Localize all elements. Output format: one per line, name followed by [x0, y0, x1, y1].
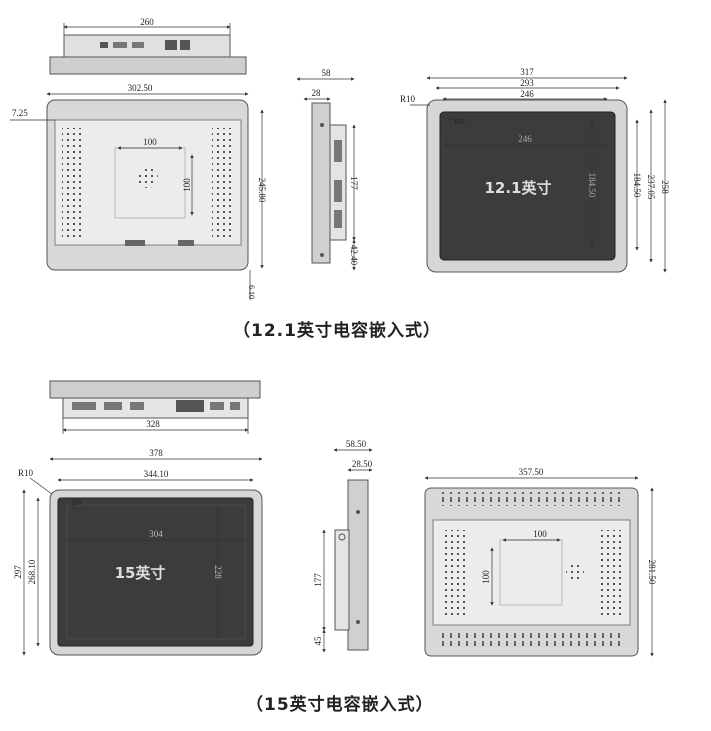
dim-vesa-h-121: 100: [143, 137, 157, 147]
radius-outer-15: R10: [18, 468, 34, 478]
dim-vesa-v-15: 100: [481, 570, 491, 584]
dim-back-height-15: 281.50: [647, 560, 657, 585]
dim-front-active-h-121: 184.50: [632, 173, 642, 198]
dim-side-bottom-121: 42.40: [349, 245, 359, 266]
dim-side-bottom-15: 45: [313, 636, 323, 646]
back-view-15: 357.50 281.50 100 100: [424, 467, 657, 657]
dim-back-height-121: 245.80: [257, 178, 267, 203]
screen-label-121: 12.1英寸: [484, 179, 551, 197]
dim-top-width-121: 260: [140, 17, 154, 27]
dim-side-inner-15: 28.50: [352, 459, 373, 469]
back-view-121: 302.50 7.25 100 100 245.80 6.10: [10, 83, 267, 300]
dim-front-inner-h-15: 268.10: [27, 559, 37, 584]
front-view-121: 12.1英寸 317 293 246 246 184.50 184.50 237…: [400, 67, 670, 273]
dim-side-inner-121: 28: [312, 88, 322, 98]
dim-front-active-15: 304: [149, 529, 163, 539]
dim-front-active-121: 246: [520, 89, 534, 99]
dim-front-height-121: 258: [660, 180, 670, 194]
top-view-15: 328: [49, 380, 261, 434]
dim-side-depth-121: 58: [322, 68, 332, 78]
dim-front-height-15: 297: [13, 565, 23, 579]
dim-front-inner-15: 344.10: [144, 469, 169, 479]
dim-front-active-h-inner-121: 184.50: [587, 173, 597, 198]
dim-side-height-15: 177: [313, 573, 323, 587]
dim-back-width-15: 357.50: [519, 467, 544, 477]
dim-top-width-15: 328: [146, 419, 160, 429]
top-view-121: 260: [49, 17, 247, 75]
dim-back-offset-121: 7.25: [12, 108, 28, 118]
screen-label-15: 15英寸: [115, 564, 166, 582]
dim-front-width-121: 317: [520, 67, 534, 77]
dim-front-width-15: 378: [149, 448, 163, 458]
radius-outer-121: R10: [400, 94, 416, 104]
dim-back-width-121: 302.50: [128, 83, 153, 93]
dim-vesa-v-121: 100: [182, 178, 192, 192]
dim-bottom-gap-121: 6.10: [247, 285, 256, 299]
caption-121: （12.1英寸电容嵌入式）: [233, 321, 441, 341]
dim-side-depth-15: 58.50: [346, 439, 367, 449]
radius-inner-15: R6: [72, 498, 81, 507]
dim-vesa-h-15: 100: [533, 529, 547, 539]
dim-side-height-121: 177: [349, 176, 359, 190]
front-view-15: 15英寸 378 344.10 304 228 268.10 297 R10 R…: [13, 448, 263, 656]
dim-front-active-inner-121: 246: [518, 134, 532, 144]
side-view-121: 58 28 177 42.40: [296, 68, 359, 271]
radius-inner-121: R9: [454, 117, 463, 126]
side-view-15: 58.50 28.50 177 45: [313, 439, 373, 653]
caption-15: （15英寸电容嵌入式）: [246, 695, 434, 715]
dim-front-inner-121: 293: [520, 78, 534, 88]
dim-front-inner-h-121: 237.05: [646, 175, 656, 200]
dim-front-active-h-15: 228: [213, 565, 223, 579]
